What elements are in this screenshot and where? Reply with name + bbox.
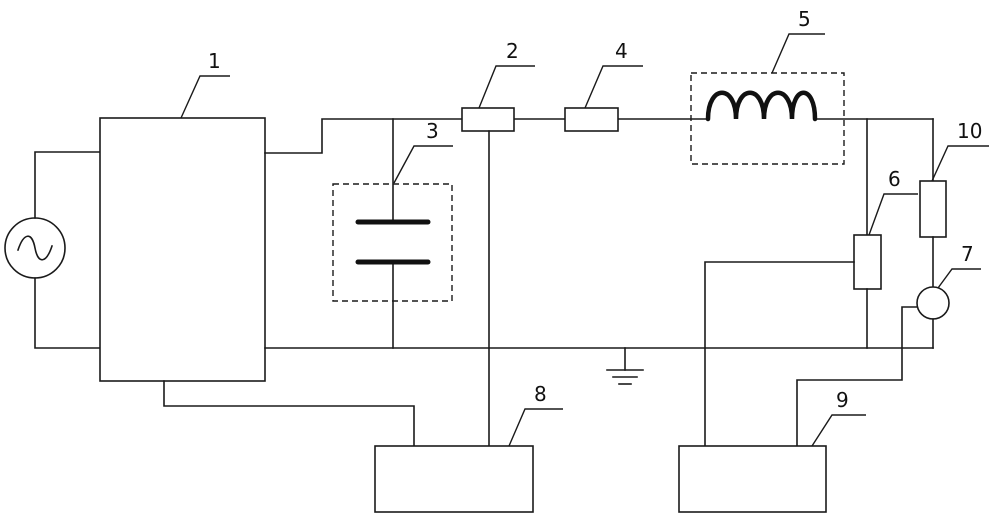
leader-8: [508, 408, 563, 447]
ground-icon: [606, 347, 644, 385]
wire-top-bus-left: [264, 118, 463, 154]
wire-6-to-9: [704, 261, 855, 447]
component-2: [461, 107, 515, 132]
block-9: [678, 445, 827, 513]
leader-3: [393, 145, 453, 184]
leader-7: [937, 268, 981, 289]
leader-6: [868, 193, 918, 236]
component-4: [564, 107, 619, 132]
wire-source-bottom: [34, 277, 101, 349]
component-6: [853, 234, 882, 290]
label-8: 8: [534, 382, 547, 406]
sine-wave-icon: [16, 235, 54, 261]
wire-1-to-8: [163, 380, 415, 447]
label-6: 6: [888, 167, 901, 191]
label-10: 10: [957, 119, 982, 143]
leader-1: [180, 75, 230, 119]
label-3: 3: [426, 119, 439, 143]
wire-source-top: [34, 151, 101, 219]
leader-4: [584, 65, 643, 109]
label-5: 5: [798, 7, 811, 31]
label-1: 1: [208, 49, 221, 73]
label-7: 7: [961, 242, 974, 266]
inductor-coil-icon: [705, 90, 818, 122]
block-1: [99, 117, 266, 382]
label-2: 2: [506, 39, 519, 63]
label-9: 9: [836, 388, 849, 412]
leader-5: [771, 33, 825, 74]
leader-2: [478, 65, 535, 109]
leader-10: [931, 145, 989, 182]
label-4: 4: [615, 39, 628, 63]
component-10: [919, 180, 947, 238]
inductor-dashed-box: [690, 72, 845, 165]
block-8: [374, 445, 534, 513]
wire-7-to-9: [796, 306, 918, 447]
capacitor-dashed-box: [332, 183, 453, 302]
ac-source: [4, 217, 66, 279]
component-7: [916, 286, 950, 320]
leader-9: [811, 414, 866, 447]
